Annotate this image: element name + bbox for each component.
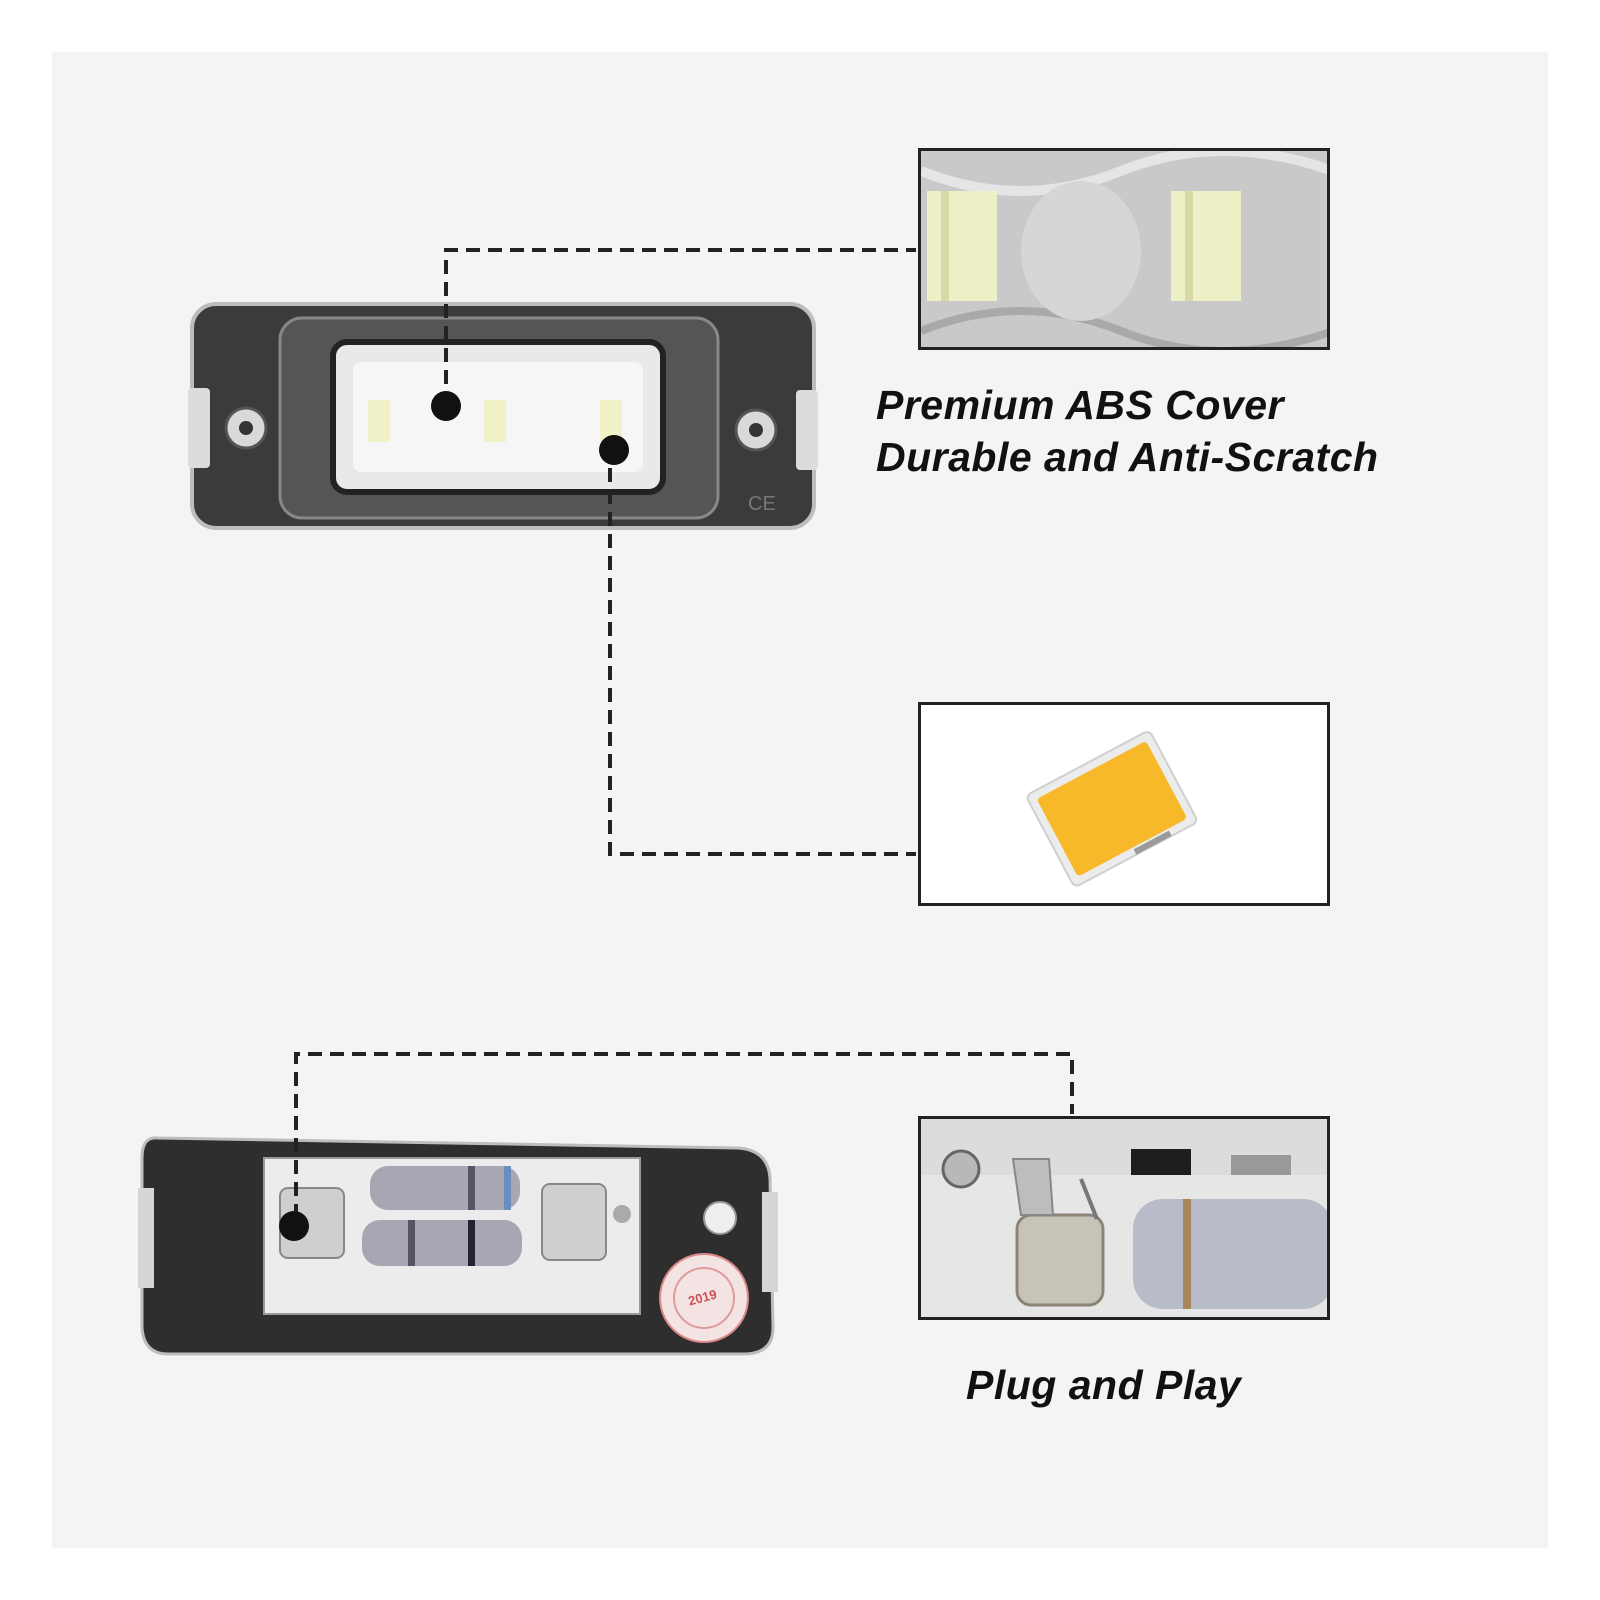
plug-closeup-panel [918,1116,1330,1320]
cover-caption-line1: Premium ABS Cover [876,382,1284,428]
smd-chip-panel [918,702,1330,906]
abs-cover-closeup-image [921,151,1327,347]
circuit-board-image [138,1136,778,1356]
plug-caption: Plug and Play [966,1362,1242,1408]
plug-closeup-image [921,1119,1327,1317]
svg-text:CE: CE [748,493,776,515]
cover-caption-line2: Durable and Anti-Scratch [876,434,1379,480]
smd-chip-icon [1026,731,1198,887]
abs-cover-closeup-panel [918,148,1330,350]
license-plate-light-front-image: CE [188,302,818,530]
